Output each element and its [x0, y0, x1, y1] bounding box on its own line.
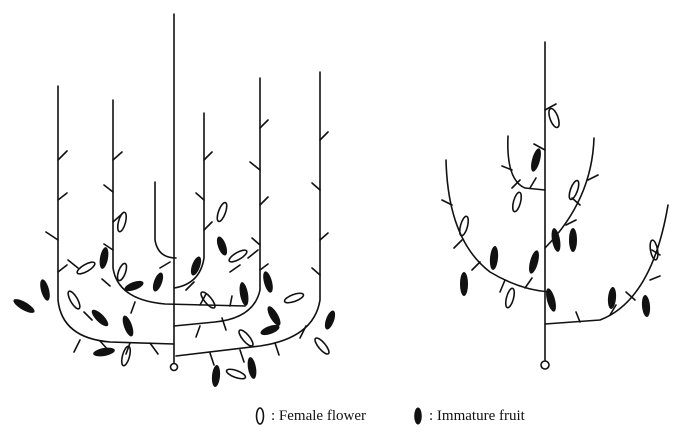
immature-fruit: [527, 249, 541, 274]
female-flower: [199, 290, 217, 310]
immature-fruit: [151, 271, 165, 293]
immature-fruit: [323, 309, 337, 331]
immature-fruit: [38, 278, 51, 301]
immature-fruit: [89, 307, 110, 328]
female-flower: [237, 328, 255, 348]
legend-immature-fruit-label: : Immature fruit: [429, 408, 525, 425]
legend-female-flower: : Female flower: [255, 406, 366, 426]
female-flower: [116, 211, 128, 232]
immature-fruit: [238, 281, 250, 306]
right-plant: [442, 42, 668, 369]
left-branch-3: [155, 182, 176, 258]
female-flower: [313, 336, 331, 356]
legend-female-flower-label: : Female flower: [271, 408, 366, 425]
immature-fruit: [215, 235, 229, 257]
female-flower: [120, 345, 132, 366]
immature-fruit: [641, 295, 651, 318]
immature-fruit: [246, 356, 258, 379]
immature-fruits-right: [460, 147, 651, 317]
female-flower: [225, 367, 246, 380]
immature-fruit: [120, 314, 135, 337]
legend: : Female flower : Immature fruit: [0, 406, 673, 434]
legend-immature-fruit: : Immature fruit: [413, 406, 525, 426]
immature-fruit: [92, 346, 115, 358]
female-flower: [283, 291, 304, 304]
left-plant: [46, 14, 331, 381]
immature-fruit: [261, 270, 274, 293]
left-twigs: [46, 120, 328, 365]
right-stem-base: [541, 361, 549, 369]
right-twigs: [442, 104, 660, 322]
female-flower: [567, 179, 580, 200]
female-flower: [228, 248, 249, 264]
left-branch-1: [58, 86, 174, 344]
immature-fruit: [265, 304, 283, 327]
immature-fruit: [12, 297, 37, 316]
filled-leaf-icon: [413, 406, 423, 426]
immature-fruit: [569, 228, 577, 252]
female-flower: [458, 215, 470, 236]
left-branch-6: [176, 72, 320, 356]
female-flower: [116, 262, 129, 281]
hollow-leaf-icon: [255, 406, 265, 426]
immature-fruit: [211, 365, 221, 388]
left-stem-base: [171, 364, 178, 371]
immature-fruit: [460, 272, 468, 296]
immature-fruit: [189, 255, 203, 277]
female-flower: [547, 107, 561, 129]
female-flower: [215, 201, 228, 222]
immature-fruit: [489, 246, 499, 271]
female-flower: [511, 191, 523, 212]
female-flower: [66, 290, 82, 311]
right-branch-2: [508, 136, 545, 190]
immature-fruit: [529, 147, 543, 172]
female-flowers-right: [458, 107, 659, 308]
immature-fruit: [98, 246, 110, 269]
female-flower: [504, 287, 516, 308]
